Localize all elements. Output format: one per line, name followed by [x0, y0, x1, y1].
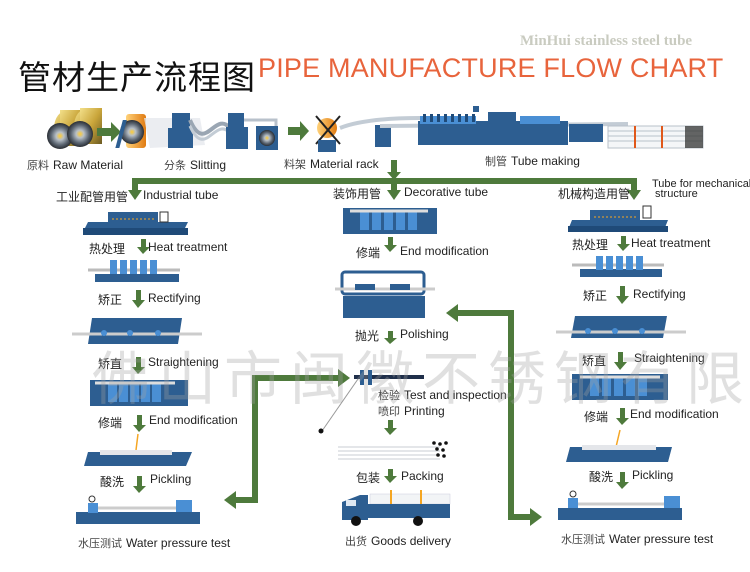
- decorative-step-cn: 修端: [356, 246, 381, 260]
- mechanical-step-cn: 热处理: [572, 238, 609, 252]
- industrial-step-cn: 矫直: [98, 357, 123, 371]
- mechanical-step-en: Rectifying: [633, 287, 686, 301]
- polishing-machine-icon: [335, 270, 435, 318]
- material-rack-icon: [315, 115, 421, 152]
- mechanical-step-cn: 修端: [584, 410, 609, 424]
- arrow-down-icon: [137, 239, 150, 254]
- industrial-step-en: Straightening: [148, 355, 219, 369]
- decorative-step-en: Packing: [401, 469, 444, 483]
- mechanical-step-en: Pickling: [632, 468, 674, 482]
- left-step-arrows: [132, 239, 150, 493]
- industrial-step-en: Heat treatment: [148, 240, 228, 254]
- decorative-branch-cn: 装饰用管: [333, 187, 382, 201]
- decorative-branch-en: Decorative tube: [404, 185, 489, 199]
- right-water-pressure-test-machine-icon: [558, 490, 682, 520]
- right-end-modification-machine-icon: [572, 374, 668, 400]
- industrial-step-cn: 矫正: [98, 293, 123, 307]
- mechanical-branch-cn: 机械构造用管: [558, 187, 631, 201]
- rectifying-machine-icon: [88, 260, 180, 282]
- brand-name: MinHui stainless steel tube: [520, 33, 693, 49]
- industrial-step-cn: 修端: [98, 416, 123, 430]
- arrow-down-icon: [616, 472, 629, 489]
- pickling-tank-icon: [84, 433, 192, 466]
- delivery-truck-icon: [342, 490, 451, 526]
- raw-material-coils-icon: [47, 108, 102, 149]
- arrow-down-icon: [617, 236, 630, 251]
- arrow-right-icon: [288, 121, 309, 141]
- decorative-step-cn: 抛光: [355, 329, 380, 343]
- industrial-branch-cn: 工业配管用管: [56, 190, 129, 204]
- mechanical-loop-arrow: [446, 304, 542, 526]
- arrow-down-icon: [133, 476, 146, 493]
- slitting-machine-icon: [115, 113, 278, 150]
- center-step-arrows: [384, 237, 397, 483]
- mechanical-step-cn: 矫正: [583, 289, 608, 303]
- arrow-down-icon: [384, 420, 397, 435]
- arrow-down-icon: [616, 286, 629, 304]
- mechanical-step-cn: 酸洗: [589, 470, 614, 484]
- mechanical-step-cn: 矫直: [582, 354, 607, 368]
- tube-making-machine-icon: [379, 106, 704, 149]
- end-modification-machine-icon: [90, 380, 188, 406]
- industrial-step-en: End modification: [149, 413, 238, 427]
- arrow-down-icon: [132, 357, 145, 374]
- arrow-down-icon: [384, 331, 397, 344]
- arrow-down-icon: [132, 290, 145, 308]
- industrial-step-cn: 热处理: [89, 242, 126, 256]
- arrow-down-icon: [616, 408, 629, 425]
- industrial-step-cn: 酸洗: [100, 475, 125, 489]
- right-pickling-tank-icon: [566, 429, 672, 462]
- industrial-step-en: Pickling: [150, 472, 192, 486]
- packing-bundle-icon: [338, 441, 448, 460]
- decorative-step-cn: 包装: [356, 471, 381, 485]
- water-pressure-test-machine-icon: [76, 495, 200, 524]
- industrial-branch-en: Industrial tube: [143, 188, 219, 202]
- right-rectifying-machine-icon: [572, 256, 664, 277]
- page-title-english: PIPE MANUFACTURE FLOW CHART: [258, 53, 724, 83]
- center-end-modification-machine-icon: [343, 208, 437, 234]
- mechanical-step-en: Straightening: [634, 351, 705, 365]
- right-step-arrows: [614, 236, 630, 489]
- right-heat-treatment-machine-icon: [568, 205, 668, 232]
- caliper-inspection-icon: [318, 370, 424, 434]
- page-title-chinese: 管材生产流程图: [18, 58, 256, 97]
- mechanical-step-en: End modification: [630, 407, 719, 421]
- branch-connector-arrows: [128, 160, 641, 200]
- arrow-down-icon: [384, 237, 397, 252]
- right-straightening-machine-icon: [556, 316, 686, 338]
- arrow-down-icon: [133, 415, 146, 432]
- mechanical-step-en: Heat treatment: [631, 236, 711, 250]
- decorative-step-en: Polishing: [400, 327, 449, 341]
- industrial-loop-arrow: [224, 369, 350, 509]
- heat-treatment-machine-icon: [83, 211, 188, 235]
- straightening-machine-icon: [72, 318, 202, 344]
- arrow-right-icon: [97, 122, 121, 142]
- arrow-down-icon: [384, 469, 397, 483]
- industrial-step-en: Rectifying: [148, 291, 201, 305]
- arrow-down-icon: [614, 352, 627, 370]
- decorative-step-en: End modification: [400, 244, 489, 258]
